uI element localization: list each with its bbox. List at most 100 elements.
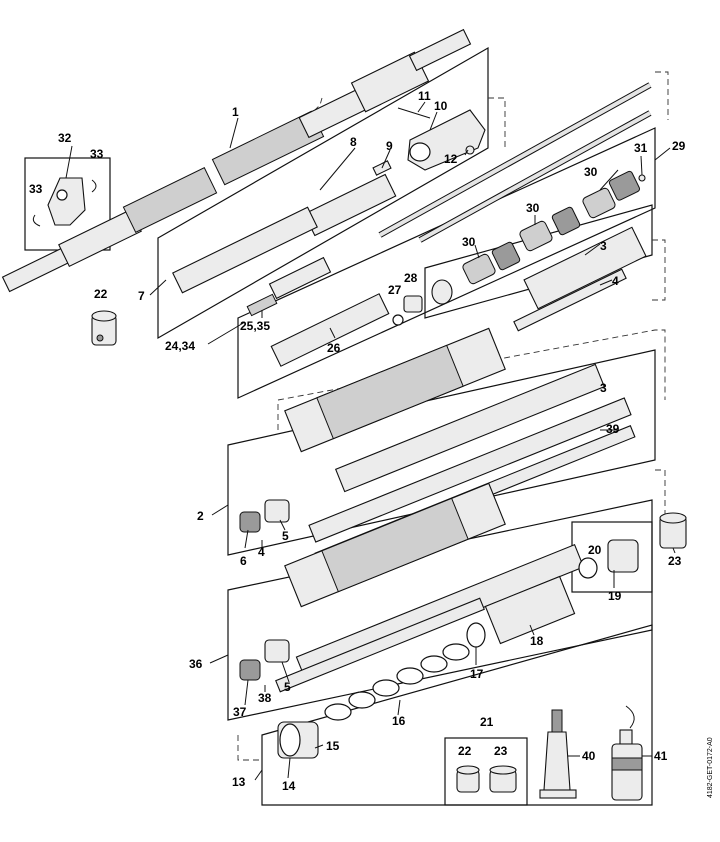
spring-pin-25 [246, 293, 278, 317]
coupling-6 [239, 511, 261, 533]
rod-29b [419, 111, 651, 242]
sleeve-22-left [91, 310, 117, 346]
needle-bearings-16 [324, 643, 470, 721]
label-strip-upper [513, 268, 627, 332]
gear-head-clamp [397, 107, 486, 171]
callout-1: 1 [232, 105, 239, 119]
callout-5-lower: 5 [284, 680, 291, 694]
callout-30-a: 30 [462, 235, 476, 249]
dash-outline-bottom [237, 735, 262, 761]
callout-5-middle: 5 [282, 529, 289, 543]
callout-15: 15 [326, 739, 340, 753]
callout-39: 39 [606, 422, 620, 436]
callout-26: 26 [327, 341, 341, 355]
o-ring-27 [392, 314, 404, 326]
drawing-code: 4182-GET-0172-A0 [707, 737, 714, 798]
sleeve-23-right [659, 512, 687, 549]
callout-13: 13 [232, 775, 246, 789]
bottle-41 [611, 705, 643, 801]
callout-38: 38 [258, 691, 272, 705]
callout-14: 14 [282, 779, 296, 793]
callout-16: 16 [392, 714, 406, 728]
bushing-5-lower [264, 639, 290, 663]
callout-4-middle: 4 [258, 545, 265, 559]
dash-outline-lower [655, 469, 666, 520]
tube-middle-inner [308, 397, 632, 543]
dash-outline-shaft [299, 97, 323, 126]
callout-6: 6 [240, 554, 247, 568]
tube-middle-grip [316, 344, 464, 440]
callout-17: 17 [470, 667, 484, 681]
callout-11: 11 [418, 89, 431, 103]
callout-18: 18 [530, 634, 544, 648]
leader-lines [65, 101, 676, 781]
sleeve-23-kit [489, 765, 517, 793]
bushing-28 [403, 295, 423, 313]
callout-12: 12 [444, 152, 458, 166]
callout-20: 20 [588, 543, 602, 557]
shaft-spline-lower [122, 167, 218, 233]
callout-7: 7 [138, 289, 145, 303]
o-ring-20 [578, 557, 598, 579]
drive-shaft-assembly [1, 28, 472, 293]
coupling-37 [239, 659, 261, 681]
callouts: 1 2 3 3 4 4 5 5 6 7 8 9 10 11 12 13 14 1… [29, 89, 686, 793]
dash-outline-coupling [652, 239, 666, 301]
tube-7 [172, 206, 318, 294]
frame-middle-tube [227, 349, 656, 556]
dash-outline-main [655, 71, 669, 120]
tube-26 [270, 293, 390, 367]
callout-4-upper: 4 [612, 274, 619, 288]
bushing-5-middle [264, 499, 290, 523]
rod-29 [379, 83, 651, 237]
callout-22-kit: 22 [458, 744, 472, 758]
lower-tube-assembly [239, 482, 585, 693]
callout-29: 29 [672, 139, 686, 153]
callout-3-middle: 3 [600, 381, 607, 395]
callout-24-34: 24,34 [165, 339, 195, 353]
callout-9: 9 [386, 139, 393, 153]
housing-18 [484, 575, 576, 645]
dash-outline-upper [488, 97, 506, 148]
ring-17 [466, 622, 486, 648]
tube-3-middle [334, 363, 606, 493]
callout-3-upper: 3 [600, 239, 607, 253]
callout-33-left: 33 [29, 182, 43, 196]
coupling-nut-19 [607, 539, 639, 573]
callout-30-c: 30 [584, 165, 598, 179]
callout-36: 36 [189, 657, 203, 671]
callout-33-right: 33 [90, 147, 104, 161]
tube-3-upper [523, 226, 647, 310]
callout-10: 10 [434, 99, 448, 113]
callout-32: 32 [58, 131, 72, 145]
callout-40: 40 [582, 749, 596, 763]
callout-41: 41 [654, 749, 668, 763]
callout-23-right: 23 [668, 554, 682, 568]
grease-tube-40 [539, 709, 577, 799]
springs-30 [431, 170, 646, 305]
shaft-end [408, 28, 472, 72]
callout-28: 28 [404, 271, 418, 285]
callout-27: 27 [388, 283, 402, 297]
callout-8: 8 [350, 135, 357, 149]
rod-lower [275, 597, 485, 693]
frame-sleeves [444, 737, 528, 806]
callout-23-kit: 23 [494, 744, 508, 758]
callout-30-b: 30 [526, 201, 540, 215]
sleeve-22-kit [456, 765, 480, 793]
callout-25-35: 25,35 [240, 319, 270, 333]
callout-19: 19 [608, 589, 622, 603]
callout-21: 21 [480, 715, 494, 729]
adapter-14-face [279, 723, 301, 757]
callout-22-left: 22 [94, 287, 108, 301]
tube-lower-grip [321, 497, 469, 593]
sleeve-8 [303, 173, 397, 237]
dash-outline-middle [277, 329, 666, 430]
clamp-32 [32, 177, 97, 227]
frame-bottom-adapter [261, 624, 653, 806]
tube-7-inner [268, 256, 332, 300]
callout-2: 2 [197, 509, 204, 523]
frame-upper-shaft [157, 46, 489, 340]
